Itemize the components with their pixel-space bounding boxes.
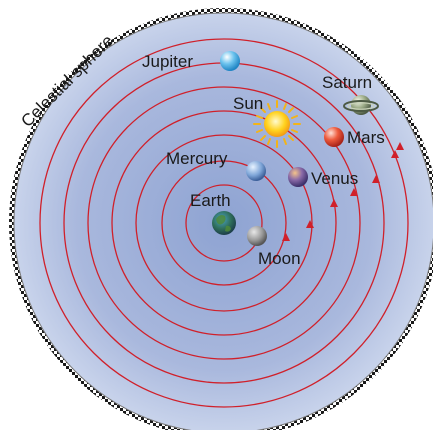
arrow-mercury-orbit (306, 220, 314, 228)
orbit-arrows (282, 142, 404, 241)
label-saturn: Saturn (322, 73, 372, 92)
earth-continents (216, 215, 231, 232)
orbit-sun (111, 110, 337, 336)
label-sun: Sun (233, 94, 263, 113)
label-jupiter: Jupiter (142, 52, 193, 71)
arrow-venus-orbit (330, 199, 338, 207)
venus-icon (288, 167, 308, 187)
jupiter-icon (220, 51, 240, 71)
arrow-mars-orbit (372, 175, 380, 183)
orbit-mars (87, 86, 361, 360)
mercury-icon (246, 161, 266, 181)
orbit-moon (185, 184, 263, 262)
orbits (39, 38, 409, 408)
moon-icon (247, 226, 267, 246)
orbit-venus (135, 134, 313, 312)
label-venus: Venus (311, 169, 358, 188)
arrow-saturn-orbit (396, 142, 404, 150)
label-mercury: Mercury (166, 149, 228, 168)
arrow-sun-orbit (350, 188, 358, 196)
label-mars: Mars (347, 128, 385, 147)
label-earth: Earth (190, 191, 231, 210)
arrow-jupiter-orbit (391, 150, 399, 158)
arrow-moon-orbit (282, 233, 290, 241)
mars-icon (324, 127, 344, 147)
earth-icon (212, 211, 236, 235)
orbit-mercury (161, 160, 287, 286)
saturn-icon (343, 95, 379, 115)
label-moon: Moon (258, 249, 301, 268)
sun-icon (253, 100, 301, 148)
orbit-saturn (39, 38, 409, 408)
